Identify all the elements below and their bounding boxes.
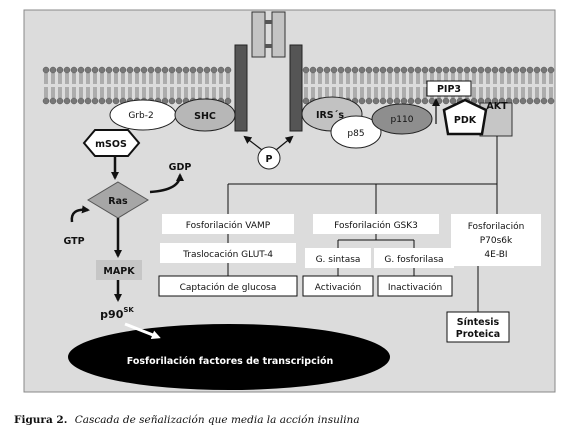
protein-synthesis-label-1: Síntesis [457,317,500,328]
protein-synthesis-box [446,311,510,343]
shc-label: SHC [194,111,216,122]
gtp-label: GTP [63,236,84,247]
activation-label: Activación [315,282,361,293]
activation-box [302,275,374,297]
transcription-factors-label: Fosforilación factores de transcripción [127,356,334,367]
msos-label: mSOS [95,139,127,150]
p70s6k-box [451,214,541,266]
p70s6k-label-3: 4E-BI [484,250,507,260]
p110-node [371,103,433,135]
inactivation-box [377,275,453,297]
glut4-box [160,243,296,263]
glucose-uptake-label: Captación de glucosa [180,282,277,293]
vamp-box [162,214,294,234]
caption-text: Cascada de señalización que media la acc… [75,414,360,426]
figure-caption: Figura 2. Cascada de señalización que me… [14,414,360,426]
transcription-factors-node [68,324,390,390]
gsk3-label: Fosforilación GSK3 [334,220,418,231]
glut4-label: Traslocación GLUT-4 [182,249,273,260]
ras-label: Ras [108,196,128,207]
mapk-label: MAPK [103,266,135,277]
pdk-label: PDK [454,115,477,126]
phosphate-node: P [243,135,294,170]
glycogen-phosphorylase-label: G. fosforilasa [384,255,443,265]
insulin-receptor [234,11,303,132]
glycogen-synthase-box [305,248,371,268]
caption-label: Figura 2. [14,414,67,426]
gsk3-box [313,214,439,234]
p70s6k-label-2: P70s6k [480,236,513,246]
mapk-node [96,260,142,280]
p90sk-label: p90SK [100,306,134,321]
irs-label: IRS´s [316,110,344,121]
p85-label: p85 [347,129,364,139]
pip3-node [426,80,472,97]
pip3-label: PIP3 [437,84,461,95]
glycogen-phosphorylase-box [374,248,454,268]
pdk-node [442,98,488,136]
p110-label: p110 [391,115,414,125]
p85-node [330,115,382,149]
branch-connectors [227,136,498,312]
vamp-label: Fosforilación VAMP [186,220,271,231]
msos-node [82,129,141,157]
glucose-uptake-box [158,275,298,297]
p70s6k-label-1: Fosforilación [468,221,525,232]
grb2-label: Grb-2 [128,111,153,121]
inactivation-label: Inactivación [388,282,442,293]
protein-synthesis-label-2: Proteica [456,329,500,340]
gdp-label: GDP [169,162,192,173]
shc-node [174,98,236,132]
glycogen-synthase-label: G. sintasa [316,255,361,265]
phosphate-label: P [266,154,273,165]
akt-label: AKT [486,101,508,112]
